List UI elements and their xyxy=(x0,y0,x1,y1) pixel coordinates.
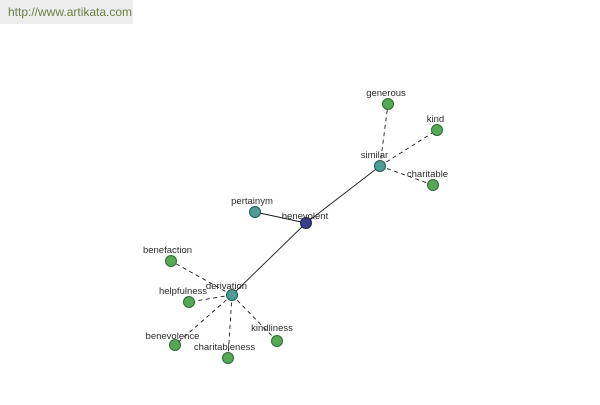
node-charitableness[interactable] xyxy=(222,352,234,364)
edge-similar-charitable xyxy=(379,165,434,186)
node-pertainym[interactable] xyxy=(249,206,261,218)
node-kind[interactable] xyxy=(431,124,443,136)
node-label-benefaction[interactable]: benefaction xyxy=(143,245,192,256)
node-label-kind[interactable]: kind xyxy=(427,114,444,125)
edge-derivation-benevolence xyxy=(174,294,233,346)
labels-layer: benevolent similar derivation pertainym gene… xyxy=(143,88,448,353)
node-generous[interactable] xyxy=(382,98,394,110)
node-label-similar[interactable]: similar xyxy=(361,150,388,161)
node-label-benevolent[interactable]: benevolent xyxy=(282,211,329,222)
node-label-pertainym[interactable]: pertainym xyxy=(231,196,273,207)
edge-derivation-charitableness xyxy=(227,294,233,359)
node-label-benevolence[interactable]: benevolence xyxy=(146,331,200,342)
edge-benevolent-derivation xyxy=(231,222,307,296)
node-derivation[interactable] xyxy=(226,289,238,301)
node-similar[interactable] xyxy=(374,160,386,172)
node-label-kindliness[interactable]: kindliness xyxy=(251,323,293,334)
node-label-generous[interactable]: generous xyxy=(366,88,406,99)
node-label-charitableness[interactable]: charitableness xyxy=(194,342,256,353)
nodes-layer xyxy=(165,98,443,364)
edge-benevolent-pertainym xyxy=(254,211,307,224)
node-kindliness[interactable] xyxy=(271,335,283,347)
url-bar: http://www.artikata.com xyxy=(0,0,133,24)
node-charitable[interactable] xyxy=(427,179,439,191)
node-benefaction[interactable] xyxy=(165,255,177,267)
edge-derivation-kindliness xyxy=(231,294,278,342)
node-benevolent[interactable] xyxy=(300,217,312,229)
node-helpfulness[interactable] xyxy=(183,296,195,308)
node-label-derivation[interactable]: derivation xyxy=(206,281,247,292)
node-label-helpfulness[interactable]: helpfulness xyxy=(159,286,207,297)
node-benevolence[interactable] xyxy=(169,339,181,351)
edge-benevolent-similar xyxy=(305,165,381,224)
edge-similar-kind xyxy=(379,129,438,167)
edges-layer xyxy=(170,103,438,359)
node-label-charitable[interactable]: charitable xyxy=(407,169,448,180)
edge-similar-generous xyxy=(379,103,389,167)
